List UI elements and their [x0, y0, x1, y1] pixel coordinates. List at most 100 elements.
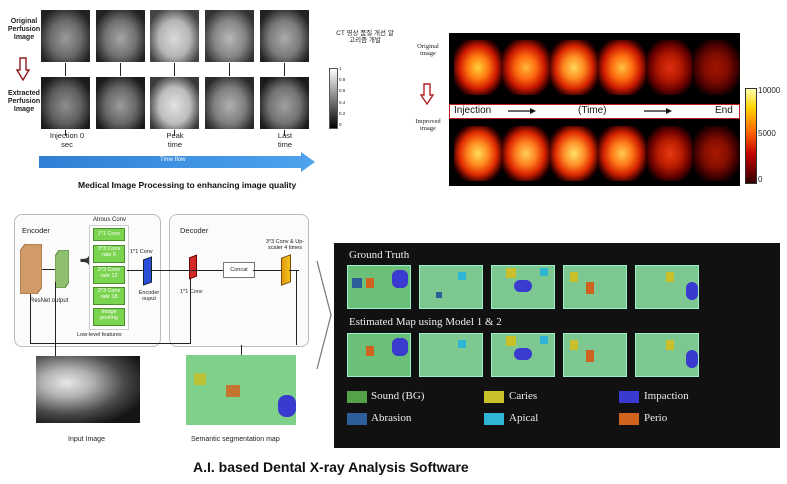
ground-truth-title: Ground Truth	[349, 249, 410, 261]
main-title: A.I. based Dental X-ray Analysis Softwar…	[193, 459, 469, 475]
connector	[150, 270, 223, 271]
connector	[55, 282, 56, 356]
colorbar-tick: 0.4	[339, 100, 346, 105]
pet-image	[646, 126, 694, 181]
ct-image	[205, 10, 254, 62]
hot-colorbar-tick: 0	[758, 175, 763, 184]
chevron-right-icon	[316, 260, 332, 370]
segmentation-caption: Semantic segmentation map	[191, 436, 280, 443]
decoder-title: Decoder	[180, 226, 209, 235]
connector	[42, 269, 55, 270]
legend-label-impaction: Impaction	[644, 390, 689, 402]
colorbar-tick: 1	[339, 66, 342, 71]
legend-swatch-perio	[619, 413, 639, 425]
pet-image	[692, 40, 740, 95]
hot-colorbar	[745, 88, 757, 184]
perfusion-panel: Original Perfusion Image Extracted Perfu…	[0, 0, 400, 200]
abrasion-region	[352, 278, 362, 288]
impaction-region	[392, 338, 408, 356]
connector	[65, 63, 66, 76]
legend-label-abrasion: Abrasion	[371, 412, 412, 424]
perio-region	[586, 282, 594, 294]
estimated-title: Estimated Map using Model 1 & 2	[349, 316, 502, 328]
pet-image	[646, 40, 694, 95]
perio-region	[366, 346, 374, 356]
connector	[253, 270, 281, 271]
atrous-title: Atrous Conv	[93, 217, 127, 223]
extracted-row-label: Extracted Perfusion Image	[7, 90, 41, 114]
impaction-region	[278, 395, 296, 417]
caries-region	[194, 373, 206, 385]
resnet-block	[20, 244, 42, 294]
conv1-label: 1*1 Conv	[130, 249, 153, 255]
impaction-region	[514, 348, 532, 360]
legend-swatch-impaction	[619, 391, 639, 403]
estimated-image	[491, 333, 555, 377]
pet-original-label: Original image	[417, 43, 439, 57]
estimated-image	[347, 333, 411, 377]
perfusion-caption: Medical Image Processing to enhancing im…	[78, 180, 297, 190]
perio-region	[366, 278, 374, 288]
atrous-block: 3*3 Conv rate 6	[93, 245, 125, 263]
estimated-image	[563, 333, 627, 377]
legend-swatch-sound	[347, 391, 367, 403]
time-flow-label: Time flow	[160, 157, 186, 163]
abrasion-region	[436, 292, 442, 298]
impaction-region	[686, 282, 698, 300]
ct-image	[260, 10, 309, 62]
legend-swatch-abrasion	[347, 413, 367, 425]
pet-image	[692, 126, 740, 181]
connector	[174, 130, 175, 136]
ground-truth-image	[347, 265, 411, 309]
impaction-region	[514, 280, 532, 292]
down-arrow-icon	[16, 57, 30, 81]
time-flow-arrow	[39, 152, 315, 172]
arrow-right-icon	[508, 108, 536, 114]
connector	[241, 345, 242, 355]
upscale-label: 3*3 Conv & Up-scaler 4 times	[265, 239, 305, 252]
caries-region	[666, 272, 674, 282]
atrous-block: Image pooling	[93, 308, 125, 326]
caries-region	[570, 340, 578, 350]
caries-region	[570, 272, 578, 282]
time-banner	[449, 104, 740, 119]
hot-colorbar-tick: 5000	[758, 129, 776, 138]
ct-image	[150, 77, 199, 129]
banner-start: Injection	[454, 105, 492, 116]
atrous-block: 3*3 Conv rate 12	[93, 266, 125, 284]
pet-image	[550, 126, 598, 181]
ground-truth-image	[563, 265, 627, 309]
connector	[120, 63, 121, 76]
pet-panel: Original image Improved image Injection …	[400, 0, 787, 200]
grayscale-colorbar	[329, 68, 338, 129]
connector	[284, 63, 285, 76]
pet-image	[502, 126, 550, 181]
caries-region	[506, 336, 516, 346]
apical-region	[540, 336, 548, 344]
concat-box: Concat	[223, 262, 255, 278]
korean-note: CT 영상 품질 개선 알고리즘 개발	[336, 30, 394, 45]
impaction-region	[392, 270, 408, 288]
apical-region	[458, 340, 466, 348]
pet-image	[550, 40, 598, 95]
hot-colorbar-tick: 10000	[758, 86, 781, 95]
encoder-title: Encoder	[22, 226, 50, 235]
time-label-last: Last time	[277, 131, 293, 149]
legend-label-apical: Apical	[509, 412, 539, 424]
connector	[127, 270, 143, 271]
ct-image	[96, 77, 145, 129]
colorbar-tick: 0.6	[339, 88, 346, 93]
connector	[30, 294, 31, 344]
decoder-conv-label: 1*1 Conv	[180, 289, 203, 295]
banner-end: End	[715, 105, 733, 116]
legend-swatch-caries	[484, 391, 504, 403]
ct-image	[96, 10, 145, 62]
apical-region	[540, 268, 548, 276]
perio-region	[226, 385, 240, 397]
ct-image	[150, 10, 199, 62]
impaction-region	[686, 350, 698, 368]
ground-truth-image	[491, 265, 555, 309]
colorbar-tick: 0.2	[339, 111, 346, 116]
apical-region	[458, 272, 466, 280]
connector	[289, 270, 299, 271]
